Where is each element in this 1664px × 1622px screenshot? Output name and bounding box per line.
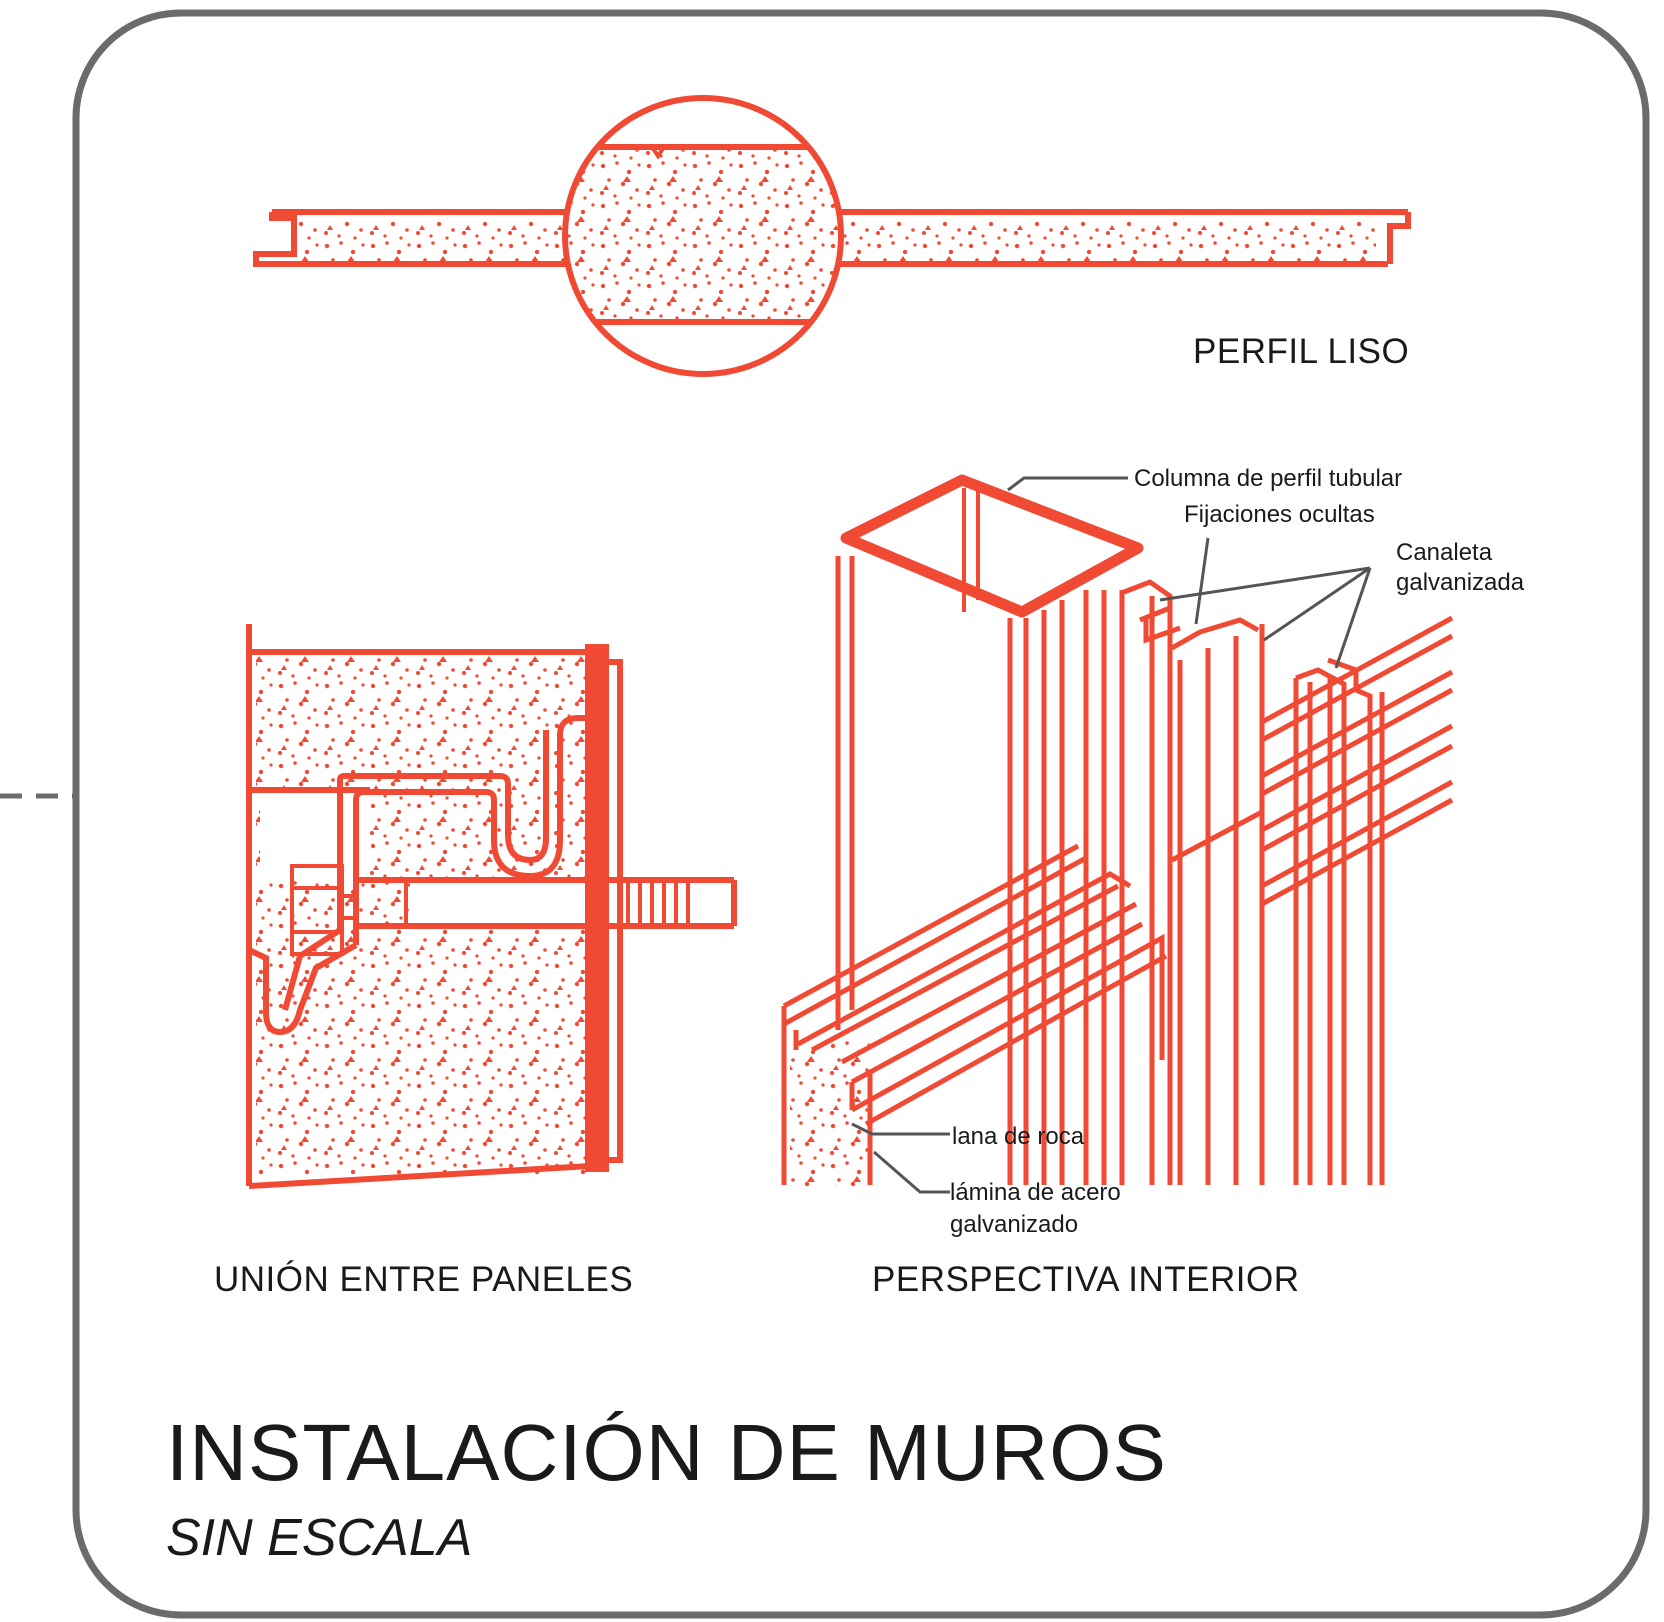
caption-perfil-liso: PERFIL LISO bbox=[1193, 332, 1409, 371]
label-canaleta-2: galvanizada bbox=[1396, 569, 1525, 596]
label-lamina-2: galvanizado bbox=[950, 1211, 1078, 1238]
caption-union-entre-paneles: UNIÓN ENTRE PANELES bbox=[214, 1260, 633, 1299]
perfil-liso-drawing bbox=[253, 95, 1411, 377]
union-entre-paneles-drawing bbox=[246, 624, 737, 1189]
page-subtitle: SIN ESCALA bbox=[166, 1509, 472, 1567]
frame-border bbox=[72, 9, 1650, 1619]
label-columna: Columna de perfil tubular bbox=[1134, 465, 1402, 492]
label-canaleta-1: Canaleta bbox=[1396, 539, 1493, 566]
caption-perspectiva-interior: PERSPECTIVA INTERIOR bbox=[872, 1260, 1300, 1299]
label-lana-de-roca: lana de roca bbox=[952, 1123, 1085, 1150]
label-fijaciones: Fijaciones ocultas bbox=[1184, 501, 1375, 528]
label-lamina-1: lámina de acero bbox=[950, 1179, 1121, 1206]
page-title: INSTALACIÓN DE MUROS bbox=[166, 1408, 1167, 1497]
perspectiva-interior-drawing bbox=[781, 474, 1454, 1194]
